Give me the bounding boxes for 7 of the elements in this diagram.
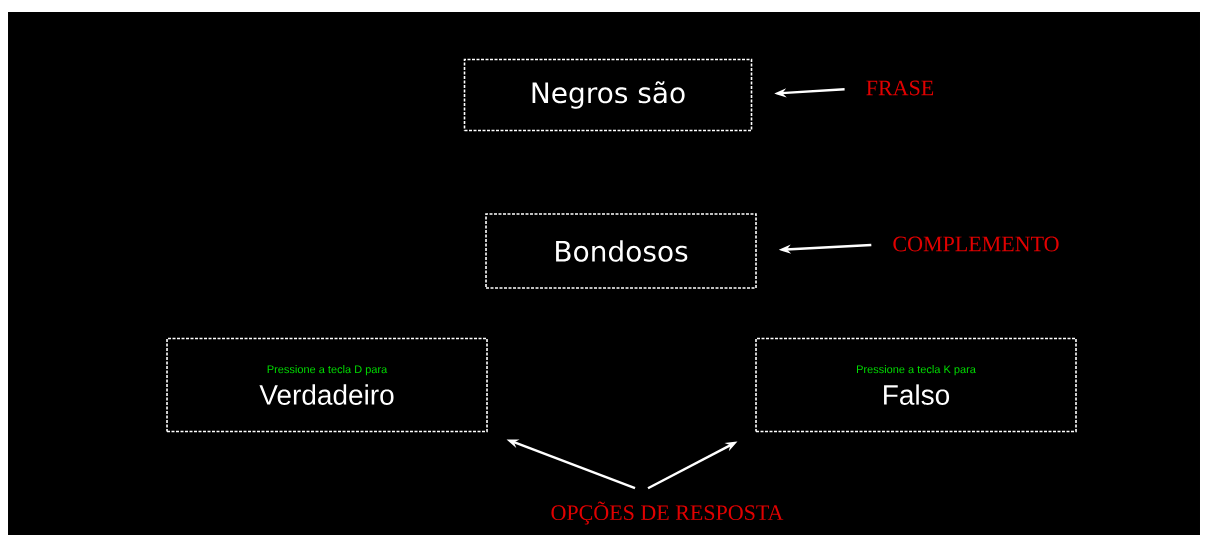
text-box: Bondosos bbox=[485, 213, 757, 289]
answer-box: Pressione a tecla K para Falso bbox=[755, 337, 1077, 433]
answer-box: Pressione a tecla D para Verdadeiro bbox=[166, 337, 488, 433]
annotation-label: FRASE bbox=[866, 80, 934, 96]
annotation-label: COMPLEMENTO bbox=[893, 236, 1059, 252]
text-box: Negros são bbox=[463, 58, 753, 132]
annotation-label: OPÇÕES DE RESPOSTA bbox=[551, 501, 784, 525]
